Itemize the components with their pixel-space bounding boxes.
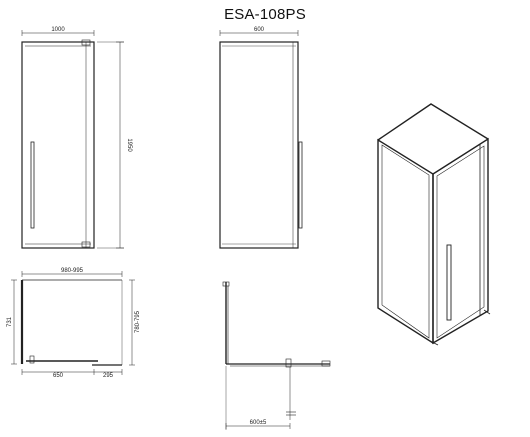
section-detail — [222, 281, 331, 430]
drawing-title: ESA-108PS — [224, 6, 306, 23]
dim-plan-depth-left: 731 — [7, 316, 13, 327]
front-elevation — [21, 30, 124, 249]
dim-front-height: 1950 — [126, 138, 132, 152]
dim-section-adjust: 600±5 — [250, 420, 267, 426]
dim-plan-width: 980-995 — [61, 268, 84, 274]
isometric-view — [377, 103, 491, 346]
dim-plan-depth-right: 780-795 — [135, 310, 141, 333]
side-elevation — [219, 30, 303, 249]
dim-plan-fixed: 650 — [53, 373, 64, 379]
dim-side-width: 600 — [254, 27, 265, 33]
dim-plan-door: 295 — [103, 373, 114, 379]
plan-view — [11, 271, 135, 375]
dim-front-width: 1000 — [51, 27, 65, 33]
